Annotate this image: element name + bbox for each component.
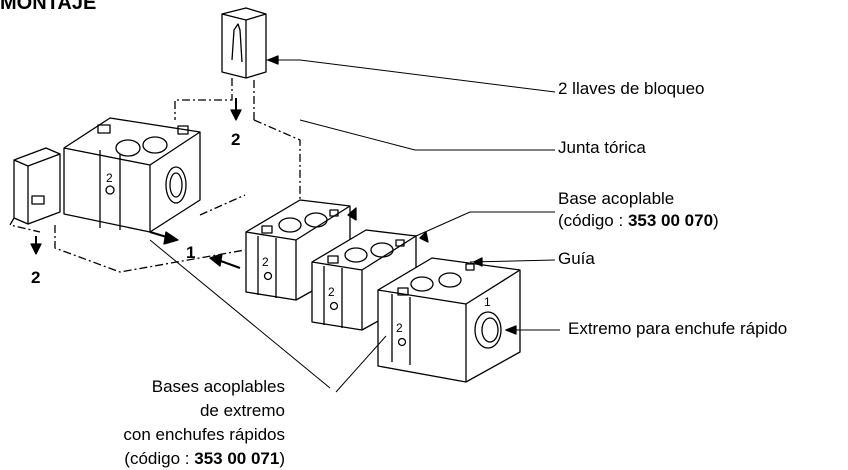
- label-locking-keys: 2 llaves de bloqueo: [558, 79, 705, 98]
- top-locking-key: [221, 7, 267, 79]
- leader-base: [415, 211, 555, 237]
- page-title: MONTAJE: [0, 0, 97, 14]
- leader-end-bases-1: [149, 239, 331, 389]
- port-number: 2: [106, 171, 113, 185]
- label-end-bases: Bases acoplables: [151, 377, 285, 396]
- label-quick-connector-end: Extremo para enchufe rápido: [568, 319, 788, 338]
- label-end-code: (código : 353 00 071): [124, 449, 285, 468]
- module-c: [377, 257, 521, 383]
- step-number: 2: [231, 130, 241, 149]
- label-o-ring: Junta tórica: [558, 138, 646, 157]
- leader-locking-keys: [266, 59, 556, 93]
- leader-end-bases-2: [335, 335, 387, 393]
- label-base-code: (código : 353 00 070): [558, 211, 719, 230]
- label-end-bases-2: de extremo: [199, 401, 285, 420]
- step-number: 2: [31, 268, 41, 287]
- leader-o-ring: [299, 119, 555, 151]
- step-number: 1: [186, 243, 196, 262]
- port-number: 2: [262, 255, 269, 269]
- port-number: 1: [484, 295, 491, 309]
- port-number: 2: [396, 321, 403, 335]
- leader-guide: [469, 259, 556, 263]
- label-end-bases-3: con enchufes rápidos: [123, 425, 285, 444]
- port-number: 2: [328, 285, 335, 299]
- label-guide: Guía: [558, 249, 595, 268]
- left-locking-key: [13, 147, 61, 225]
- left-end-module: [63, 117, 201, 233]
- label-base: Base acoplable: [558, 189, 675, 208]
